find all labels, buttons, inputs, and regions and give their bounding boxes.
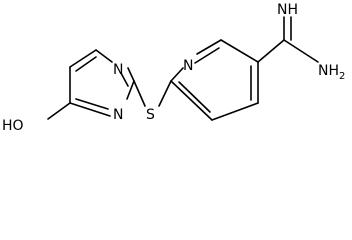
bond-c2py-c3py — [220, 39, 259, 63]
bond-c2-n3 — [126, 80, 135, 100]
atom-label-hydroxyl: HO — [2, 118, 24, 134]
bond-n1-c2-double — [120, 72, 129, 87]
bond-n-c2py-double — [194, 47, 220, 64]
amine-subscript: 2 — [339, 71, 345, 82]
atom-label-n3: N — [113, 107, 123, 123]
atom-label-n1: N — [113, 62, 123, 78]
bond-c4-oh — [47, 102, 71, 120]
bond-c6py-n — [170, 67, 184, 82]
bond-n-c2py — [196, 39, 222, 55]
bond-amidine-nh2 — [283, 39, 319, 63]
bond-n3-c4 — [69, 102, 111, 117]
atom-label-pyridine-n: N — [183, 58, 193, 74]
atom-label-sulfur: S — [146, 107, 155, 123]
bond-c6-n1 — [95, 49, 113, 63]
bond-n1-c2 — [127, 67, 135, 82]
bond-c5-c6-double — [75, 56, 97, 72]
bond-c5-c6 — [69, 49, 97, 68]
amine-nh-text: NH — [318, 63, 339, 79]
bond-c4py-c5py — [211, 102, 259, 121]
chemical-structure: N N HO S N NH NH2 — [2, 2, 345, 134]
pyrimidine-ring — [69, 49, 135, 117]
bond-c5py-c6py-double — [178, 81, 211, 113]
bond-c2-s — [133, 80, 146, 107]
bond-c5py-c6py — [170, 80, 213, 121]
bond-n3-c4-double — [75, 98, 109, 110]
atom-label-amine: NH2 — [318, 63, 345, 82]
bond-s-c6py — [158, 80, 172, 107]
atom-label-imine: NH — [277, 2, 298, 18]
pyridine-ring — [170, 39, 259, 121]
bond-c3py-amidine — [257, 39, 285, 63]
